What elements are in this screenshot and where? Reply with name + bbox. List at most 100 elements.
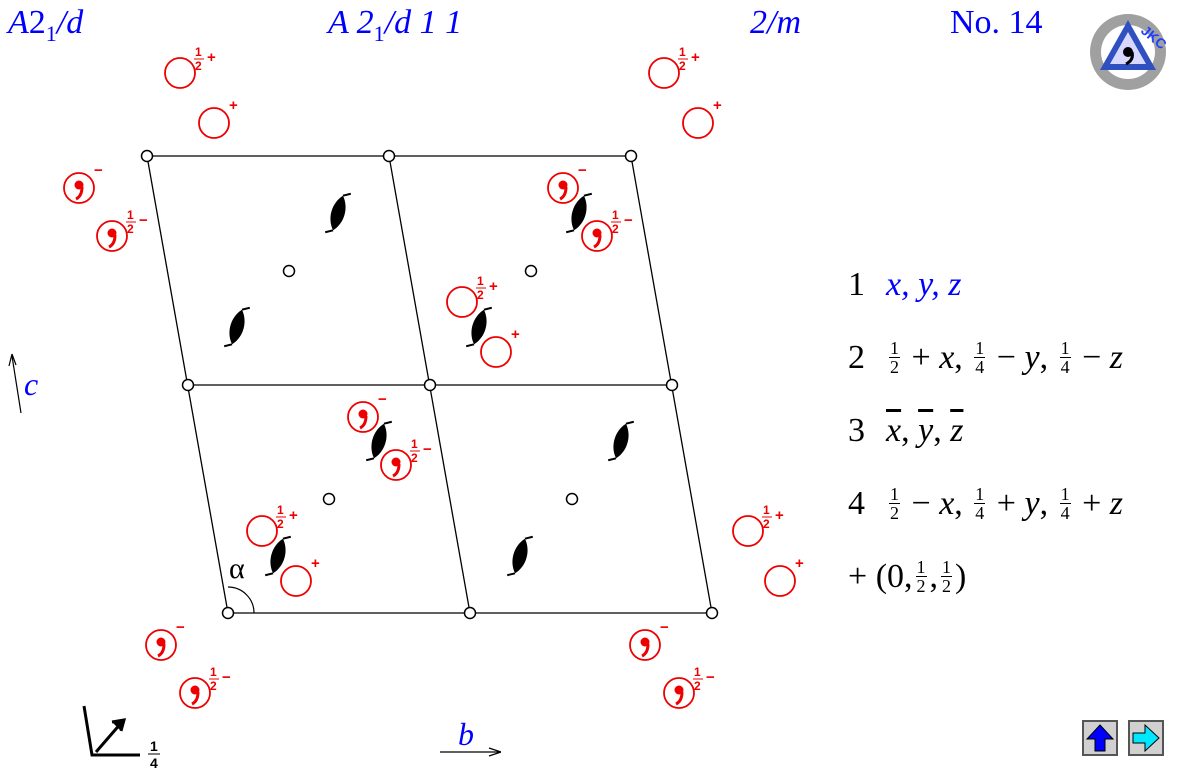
svg-text:2: 2 [694,679,701,693]
position-label: + [311,555,320,572]
inversion-centre [140,149,154,163]
position-label: 12− [126,208,148,236]
position-circle-comma [663,677,695,709]
position-circle-comma [629,629,661,661]
inversion-centre [322,492,336,506]
svg-text:+: + [311,555,320,572]
svg-text:+: + [795,555,804,572]
svg-text:−: − [94,162,103,179]
svg-text:2: 2 [210,679,217,693]
svg-text:1: 1 [763,503,770,517]
position-label: 12 + [194,45,216,73]
svg-text:1: 1 [411,437,418,451]
inversion-centre [221,606,235,620]
svg-text:+: + [207,49,216,66]
svg-text:+: + [289,507,298,524]
svg-text:2: 2 [277,517,284,531]
c-axis-label: c [24,366,38,402]
group-number: No. 14 [950,4,1043,41]
svg-text:1: 1 [679,45,686,59]
svg-text:−: − [624,212,633,229]
position-circle-comma [347,401,379,433]
screw-axis-symbol [223,306,251,348]
position-label: − [94,162,103,179]
position-circle [480,336,512,368]
svg-text:+: + [489,278,498,295]
b-axis-label: b [458,716,474,752]
full-symbol: A 21/d 1 1 [328,4,463,46]
position-label: 12− [611,208,633,236]
svg-text:2: 2 [612,222,619,236]
position-label: + [229,97,238,114]
position-circle [164,57,196,89]
svg-text:−: − [222,669,231,686]
svg-text:2: 2 [411,451,418,465]
svg-text:−: − [139,212,148,229]
position-label: − [660,619,669,636]
short-symbol: A21/d [8,4,84,46]
right-arrow-icon [1132,723,1160,753]
screw-axis-symbol [565,192,593,234]
position-circle [198,107,230,139]
position-circle-comma [96,220,128,252]
svg-text:2: 2 [195,59,202,73]
svg-text:−: − [660,619,669,636]
svg-text:−: − [423,441,432,458]
position-circle-comma [380,449,412,481]
svg-text:2: 2 [679,59,686,73]
position-circle-comma [547,172,579,204]
inversion-centre [705,606,719,620]
inversion-centre [382,149,396,163]
screw-axis-symbol [465,306,493,348]
position-label: + [795,555,804,572]
position-label: − [578,162,587,179]
svg-text:2: 2 [127,222,134,236]
position-circle-comma [145,629,177,661]
height-denominator: 4 [150,755,158,770]
svg-text:1: 1 [694,665,701,679]
svg-text:−: − [706,669,715,686]
alpha-arc [227,586,255,614]
jkc-logo[interactable]: JKC [1088,12,1168,92]
position-label: 12− [209,665,231,693]
svg-text:2: 2 [763,517,770,531]
position-circle [764,565,796,597]
screw-axis-symbol [324,192,352,234]
inversion-centre [665,378,679,392]
screw-axis-symbol [264,535,292,577]
svg-text:+: + [691,49,700,66]
position-label: 12 + [678,45,700,73]
up-arrow-icon [1085,724,1115,752]
point-group: 2/m [750,4,801,41]
svg-text:1: 1 [277,503,284,517]
position-label: 12 + [762,503,784,531]
svg-text:1: 1 [477,274,484,288]
inversion-centre [624,149,638,163]
svg-text:1: 1 [195,45,202,59]
svg-text:−: − [578,162,587,179]
position-label: − [176,619,185,636]
up-button[interactable] [1082,720,1118,756]
position-circle [682,107,714,139]
inversion-centre [524,264,538,278]
position-label: + [713,97,722,114]
svg-text:1: 1 [127,208,134,222]
inversion-centre [565,492,579,506]
position-label: 12− [693,665,715,693]
c-axis-arrow [11,355,22,414]
svg-text:+: + [511,326,520,343]
position-label: − [378,391,387,408]
position-circle [280,565,312,597]
position-circle-comma [63,172,95,204]
next-button[interactable] [1128,720,1164,756]
svg-text:+: + [775,507,784,524]
svg-text:−: − [176,619,185,636]
svg-text:+: + [229,97,238,114]
inversion-centre [282,264,296,278]
inversion-centre [463,606,477,620]
